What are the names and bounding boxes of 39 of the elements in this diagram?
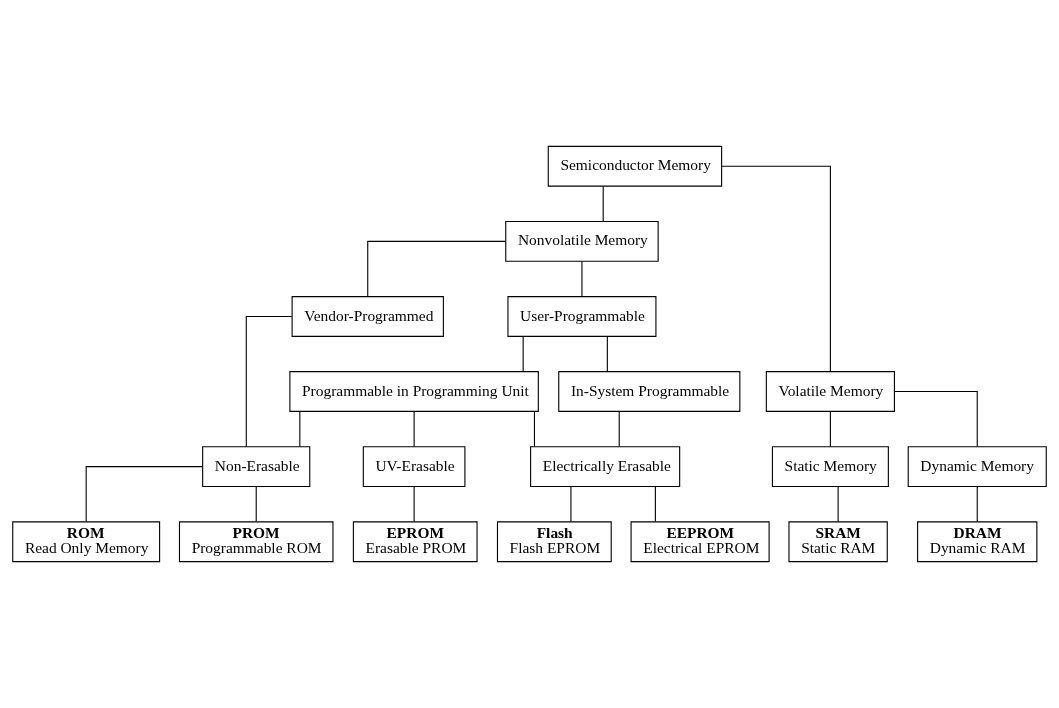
connector bbox=[367, 240, 507, 297]
node-box: Volatile Memory bbox=[765, 371, 895, 412]
node-box: Vendor-Programmed bbox=[291, 296, 444, 337]
node-box: EEPROM Electrical EPROM bbox=[630, 521, 770, 563]
node-box: EPROM Erasable PROM bbox=[352, 521, 478, 563]
connector bbox=[837, 486, 839, 523]
connector bbox=[85, 466, 203, 523]
connector bbox=[829, 411, 831, 447]
connector bbox=[654, 486, 656, 523]
connector bbox=[602, 185, 604, 222]
connector bbox=[413, 411, 415, 447]
connector bbox=[255, 486, 257, 523]
node-box: Electrically Erasable bbox=[530, 446, 681, 488]
node-box: Nonvolatile Memory bbox=[505, 220, 659, 262]
connector bbox=[894, 391, 978, 448]
node-box: UV-Erasable bbox=[362, 446, 466, 488]
node-box: In-System Programmable bbox=[558, 371, 741, 412]
node-box: Dynamic Memory bbox=[907, 446, 1047, 488]
connector bbox=[581, 260, 583, 297]
connector bbox=[522, 336, 524, 372]
connector bbox=[976, 486, 978, 523]
connector bbox=[721, 165, 831, 373]
connector bbox=[606, 336, 608, 372]
node-box: Flash Flash EPROM bbox=[496, 521, 612, 563]
node-box: Programmable in Programming Unit bbox=[289, 371, 539, 412]
node-box: DRAM Dynamic RAM bbox=[917, 521, 1038, 563]
node-box: SRAM Static RAM bbox=[788, 521, 888, 563]
connector bbox=[570, 486, 572, 523]
connector bbox=[299, 411, 301, 447]
node-box: Non-Erasable bbox=[202, 446, 311, 488]
node-box: User-Programmable bbox=[507, 296, 657, 337]
connector bbox=[533, 411, 535, 447]
connector bbox=[245, 315, 293, 448]
connector bbox=[413, 486, 415, 523]
connector bbox=[618, 411, 620, 447]
node-box: ROM Read Only Memory bbox=[12, 521, 161, 563]
node-box: Static Memory bbox=[771, 446, 889, 488]
node-box: PROM Programmable ROM bbox=[178, 521, 334, 563]
node-box: Semiconductor Memory bbox=[547, 145, 723, 187]
